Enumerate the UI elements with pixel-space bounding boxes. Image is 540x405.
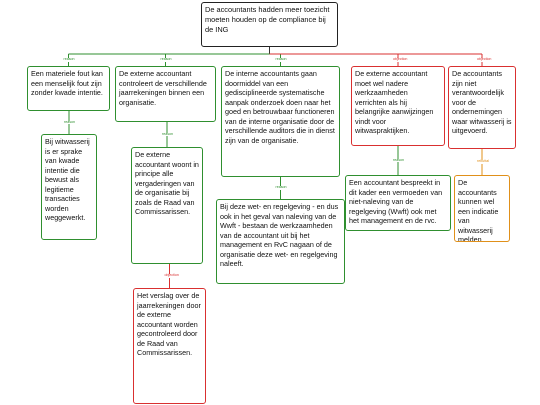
rebuttal-text: De accountants kunnen wel een indicatie … [458, 178, 499, 242]
reason-text: Bij witwasserij is er sprake van kwade i… [45, 137, 90, 222]
reason-box-wwft-compliance[interactable]: Bij deze wet- en regelgeving - en dus oo… [216, 199, 345, 284]
reason-box-money-laundering-intent[interactable]: Bij witwasserij is er sprake van kwade i… [41, 134, 97, 240]
main-claim-text: De accountants hadden meer toezicht moet… [205, 5, 330, 34]
reason-text: De externe accountant controleert de ver… [119, 69, 207, 107]
reason-text: Bij deze wet- en regelgeving - en dus oo… [220, 202, 339, 268]
relation-tag: objection [163, 273, 180, 278]
relation-tag: reason [161, 131, 174, 137]
reason-text: De interne accountants gaan doormiddel v… [225, 69, 335, 145]
relation-tag: reason [63, 119, 76, 125]
relation-tag: objection [392, 57, 409, 62]
objection-text: De externe accountant moet wel nadere we… [355, 69, 434, 135]
relation-tag: rebuttal [476, 159, 490, 164]
reason-box-internal-accountants[interactable]: De interne accountants gaan doormiddel v… [221, 66, 340, 177]
reason-text: Een accountant bespreekt in dit kader ee… [349, 178, 443, 225]
relation-tag: reason [274, 185, 288, 190]
objection-box-report-checked-by-rvc[interactable]: Het verslag over de jaarrekeningen door … [133, 288, 206, 404]
objection-box-not-responsible[interactable]: De accountants zijn niet verantwoordelij… [448, 66, 516, 149]
rebuttal-box-can-report-indication[interactable]: De accountants kunnen wel een indicatie … [454, 175, 510, 242]
objection-text: Het verslag over de jaarrekeningen door … [137, 291, 201, 357]
relation-tag: reason [159, 57, 173, 62]
relation-tag: reason [274, 57, 288, 62]
reason-box-attends-meetings[interactable]: De externe accountant woont in principe … [131, 147, 203, 264]
relation-tag: reason [392, 157, 405, 163]
reason-box-discuss-with-management[interactable]: Een accountant bespreekt in dit kader ee… [345, 175, 451, 231]
objection-box-further-work-required[interactable]: De externe accountant moet wel nadere we… [351, 66, 445, 146]
main-claim-box[interactable]: De accountants hadden meer toezicht moet… [201, 2, 338, 47]
relation-tag: reason [62, 57, 76, 62]
reason-box-external-accountant-controls[interactable]: De externe accountant controleert de ver… [115, 66, 216, 122]
reason-text: De externe accountant woont in principe … [135, 150, 199, 216]
relation-tag: objection [476, 57, 493, 62]
reason-box-human-error[interactable]: Een materiele fout kan een menselijk fou… [27, 66, 110, 111]
reason-text: Een materiele fout kan een menselijk fou… [31, 69, 103, 97]
objection-text: De accountants zijn niet verantwoordelij… [452, 69, 512, 135]
